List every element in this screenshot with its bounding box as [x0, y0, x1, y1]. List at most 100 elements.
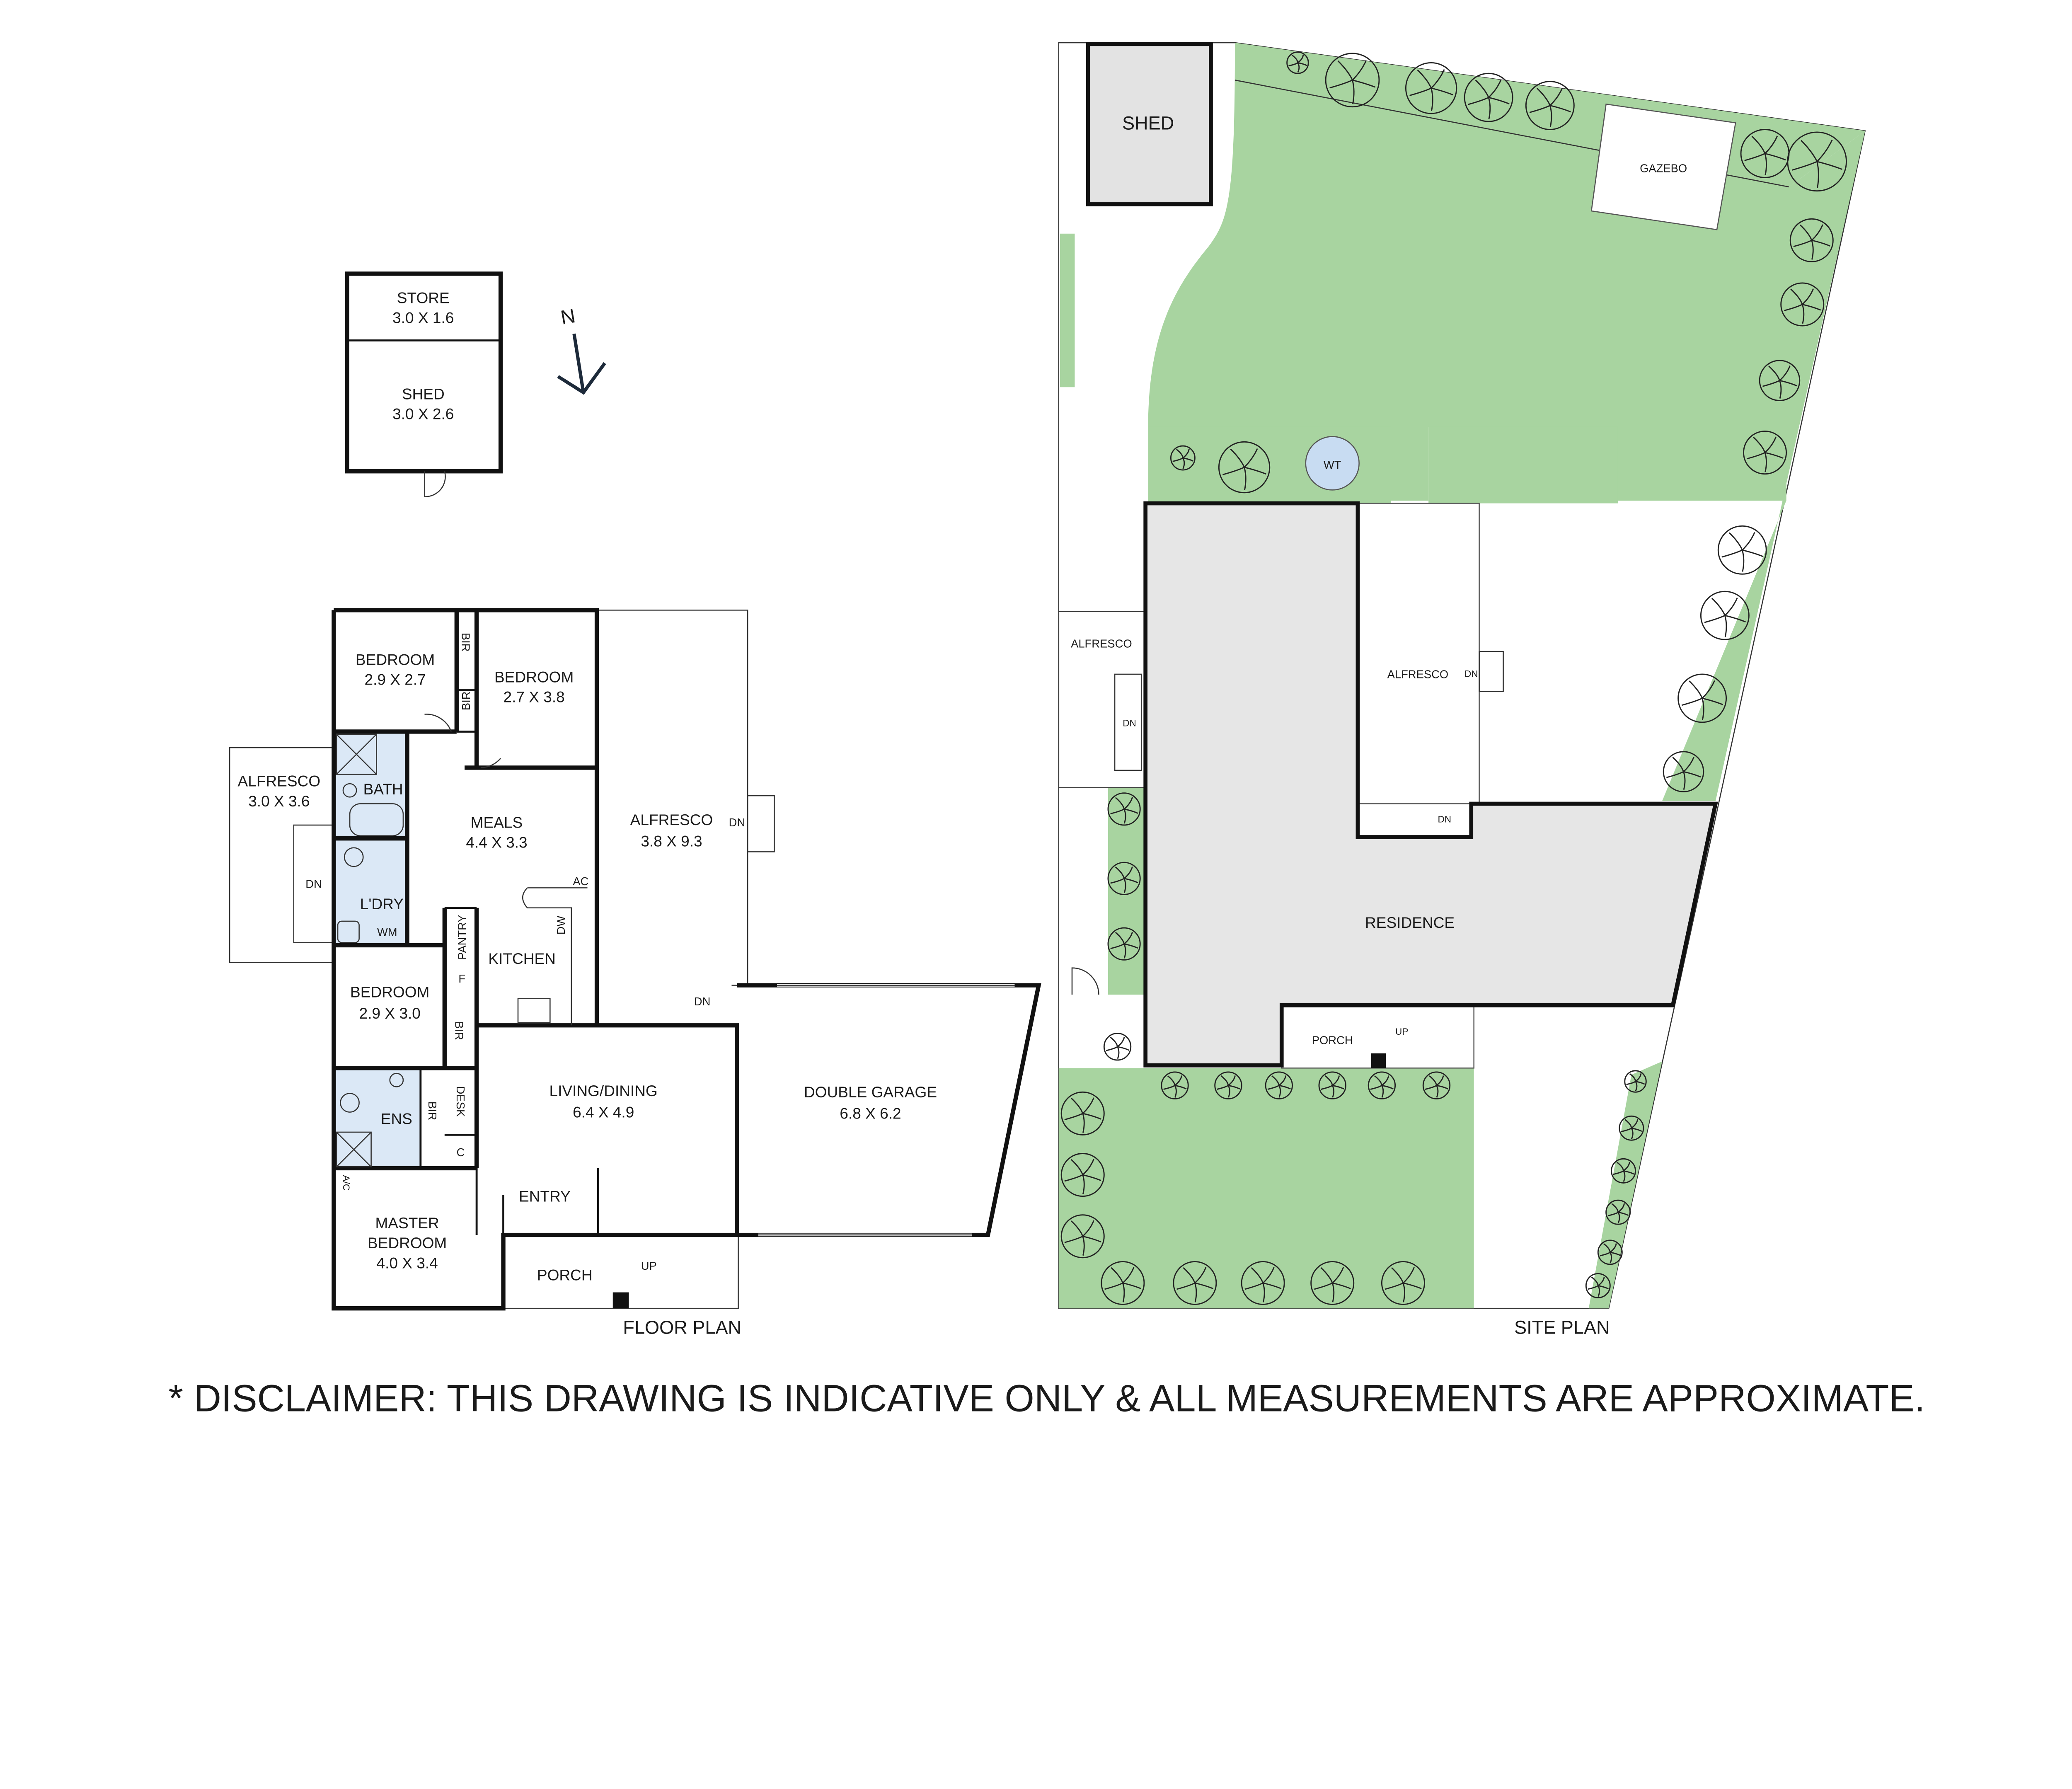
alfresco-left-label: ALFRESCO — [238, 772, 321, 790]
tree-icon — [1107, 927, 1141, 961]
tree-icon — [1161, 1071, 1189, 1099]
shed-size: 3.0 X 2.6 — [392, 405, 454, 423]
dn-label: DN — [1464, 668, 1478, 679]
store-label: STORE — [397, 289, 450, 306]
bath-label: BATH — [363, 780, 403, 798]
site-alfresco-right — [1357, 503, 1480, 804]
bedroom2-size: 2.7 X 3.8 — [503, 688, 565, 706]
tree-icon — [1585, 1273, 1611, 1298]
dn-label: DN — [1123, 718, 1136, 729]
site-alfresco-left-label: ALFRESCO — [1071, 637, 1132, 650]
tree-icon — [1663, 751, 1704, 792]
site-plan-title: SITE PLAN — [1514, 1317, 1610, 1338]
lawn-front — [1058, 1068, 1474, 1309]
site-shed-label: SHED — [1122, 112, 1174, 133]
dn-label: DN — [305, 877, 322, 890]
meals-size: 4.4 X 3.3 — [466, 834, 527, 851]
bedroom2-label: BEDROOM — [494, 668, 574, 685]
gazebo — [1590, 103, 1736, 230]
shed-label: SHED — [402, 385, 445, 402]
site-alfresco-right-label: ALFRESCO — [1387, 668, 1449, 681]
tree-icon — [1700, 591, 1750, 640]
tree-icon — [1103, 1033, 1132, 1061]
laundry-label: L'DRY — [360, 895, 404, 913]
site-steps — [1114, 673, 1142, 771]
tree-icon — [1107, 862, 1141, 895]
tree-icon — [1525, 81, 1575, 130]
master-size: 4.0 X 3.4 — [376, 1254, 438, 1272]
floor-plan-title: FLOOR PLAN — [623, 1317, 741, 1338]
bedroom3-size: 2.9 X 3.0 — [359, 1005, 421, 1022]
tree-icon — [1780, 282, 1825, 327]
desk-label: DESK — [454, 1086, 467, 1117]
north-label: N — [559, 305, 577, 329]
tree-icon — [1789, 218, 1834, 262]
lawn-side — [1428, 427, 1618, 504]
tree-icon — [1743, 431, 1787, 475]
master-label: MASTER — [375, 1214, 439, 1232]
tree-icon — [1605, 1199, 1631, 1225]
property-plan: STORE 3.0 X 1.6 SHED 3.0 X 2.6 N — [168, 42, 1925, 1419]
tree-icon — [1241, 1261, 1285, 1305]
bir-label: BIR — [426, 1101, 439, 1121]
alfresco-right-steps — [747, 795, 775, 852]
residence — [1143, 501, 1718, 1068]
ens-label: ENS — [381, 1110, 412, 1128]
tree-icon — [1286, 51, 1309, 74]
master-label-2: BEDROOM — [368, 1234, 447, 1252]
alfresco-left-size: 3.0 X 3.6 — [248, 792, 310, 810]
living-size: 6.4 X 4.9 — [573, 1104, 634, 1121]
site-shed — [1086, 42, 1213, 206]
water-tank-label: WT — [1324, 458, 1341, 471]
tree-icon — [1170, 445, 1196, 471]
kitchen-label: KITCHEN — [488, 950, 556, 967]
tree-icon — [1717, 525, 1767, 575]
ac-label: AC — [573, 875, 588, 888]
pantry-label: PANTRY — [455, 915, 468, 960]
wm-label: WM — [377, 925, 397, 938]
tree-icon — [1107, 792, 1141, 826]
fixtures — [336, 714, 501, 1168]
lawn-strip — [1588, 1061, 1662, 1309]
tree-icon — [1759, 360, 1801, 401]
up-label: UP — [641, 1259, 657, 1272]
up-label: UP — [1395, 1026, 1408, 1037]
living-label: LIVING/DINING — [549, 1082, 658, 1099]
tree-icon — [1218, 441, 1271, 494]
tree-icon — [1060, 1153, 1105, 1197]
dn-label: DN — [1438, 814, 1452, 825]
alfresco-right-label: ALFRESCO — [630, 811, 713, 828]
garage-size: 6.8 X 6.2 — [840, 1105, 901, 1122]
tree-icon — [1422, 1071, 1451, 1099]
tree-icon — [1318, 1071, 1346, 1099]
tree-icon — [1624, 1070, 1647, 1093]
bedroom1-size: 2.9 X 2.7 — [364, 671, 426, 688]
site-plan: SHED GAZEBO WT ALFRESCO DN ALFRESCO DN D… — [1058, 42, 1866, 1338]
tree-icon — [1325, 53, 1380, 108]
walls — [332, 608, 1041, 1311]
site-steps — [1479, 651, 1504, 692]
garage-label: DOUBLE GARAGE — [804, 1083, 937, 1101]
bedroom1-label: BEDROOM — [356, 651, 435, 668]
tree-icon — [1405, 62, 1457, 114]
alfresco-right-outline — [597, 610, 748, 986]
north-arrow-icon: N — [557, 305, 606, 395]
tree-icon — [1060, 1214, 1105, 1259]
entry-label: ENTRY — [519, 1187, 571, 1205]
tree-icon — [1677, 673, 1727, 723]
lawn-strip — [1060, 233, 1075, 387]
lawn-boundary-strip — [1662, 131, 1865, 801]
cupboard-label: C — [457, 1146, 465, 1159]
meals-label: MEALS — [471, 813, 523, 831]
aircon-label: A/C — [341, 1175, 351, 1191]
gazebo-label: GAZEBO — [1640, 162, 1687, 175]
outbuilding-store-shed: STORE 3.0 X 1.6 SHED 3.0 X 2.6 — [345, 271, 503, 497]
bedroom3-label: BEDROOM — [350, 983, 429, 1001]
tree-icon — [1265, 1071, 1293, 1099]
water-tank — [1305, 436, 1360, 491]
bir-label: BIR — [460, 633, 472, 652]
disclaimer: * DISCLAIMER: THIS DRAWING IS INDICATIVE… — [168, 1377, 1925, 1419]
dw-label: DW — [554, 916, 567, 935]
tree-icon — [1101, 1261, 1145, 1305]
residence-label: RESIDENCE — [1365, 914, 1455, 931]
